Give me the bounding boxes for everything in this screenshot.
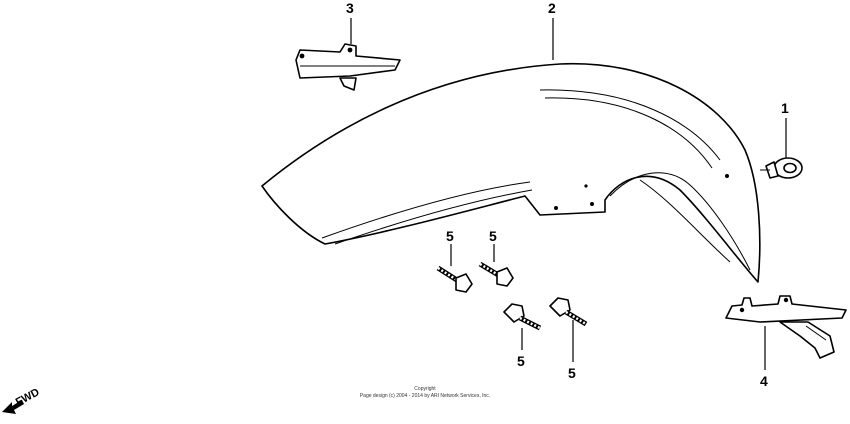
fwd-label: FWD bbox=[14, 386, 42, 408]
copyright-notice: Copyright Page design (c) 2004 - 2014 by… bbox=[325, 386, 525, 400]
bolt-a[interactable] bbox=[436, 265, 473, 293]
bolt-d[interactable] bbox=[549, 297, 588, 327]
lower-bracket[interactable] bbox=[725, 295, 847, 359]
bolt-c[interactable] bbox=[503, 303, 542, 331]
callout-1[interactable]: 1 bbox=[781, 100, 789, 116]
callout-5c[interactable]: 5 bbox=[517, 353, 525, 369]
copyright-line-2: Page design (c) 2004 - 2014 by ARI Netwo… bbox=[359, 393, 491, 399]
copyright-line-1: Copyright bbox=[414, 386, 436, 392]
callout-3[interactable]: 3 bbox=[346, 0, 354, 16]
callout-5d[interactable]: 5 bbox=[568, 365, 576, 381]
callout-4[interactable]: 4 bbox=[760, 373, 768, 389]
callout-5b[interactable]: 5 bbox=[489, 228, 497, 244]
grommet-nut[interactable] bbox=[760, 157, 803, 179]
front-fender[interactable] bbox=[261, 62, 761, 283]
bolt-b[interactable] bbox=[478, 261, 514, 287]
callout-5a[interactable]: 5 bbox=[446, 228, 454, 244]
fender-stay-bracket[interactable] bbox=[295, 43, 401, 91]
callout-2[interactable]: 2 bbox=[548, 0, 556, 16]
forward-arrow-icon bbox=[2, 400, 24, 414]
forward-direction-indicator: FWD bbox=[2, 386, 42, 414]
